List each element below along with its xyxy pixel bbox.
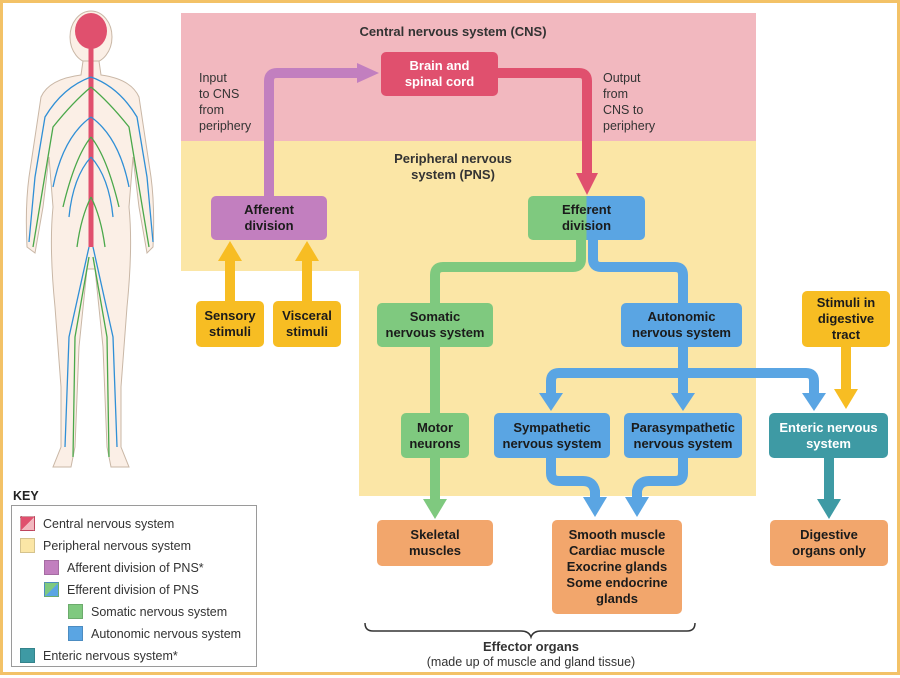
arrow-somatic-to-motor (430, 347, 440, 413)
sensory-stimuli-node: Sensory stimuli (196, 301, 264, 347)
legend-swatch-autonomic (68, 626, 83, 641)
smooth-muscle-glands-node: Smooth muscle Cardiac muscle Exocrine gl… (552, 520, 682, 614)
legend-box: Central nervous system Peripheral nervou… (11, 505, 257, 667)
arrowhead-sym-effector (583, 497, 607, 517)
arrowhead-cns-to-efferent (576, 173, 598, 195)
enteric-nervous-system-node: Enteric nervous system (769, 413, 888, 458)
arrowhead-digestive-stimuli (834, 389, 858, 409)
arrowhead-visceral (295, 241, 319, 261)
arrow-motor-shaft (430, 458, 440, 502)
digestive-tract-stimuli-node: Stimuli in digestive tract (802, 291, 890, 347)
autonomic-nervous-system-node: Autonomic nervous system (621, 303, 742, 347)
effector-organs-subtitle: (made up of muscle and gland tissue) (426, 655, 636, 669)
cns-title: Central nervous system (CNS) (359, 24, 547, 39)
arrow-cns-to-efferent (498, 68, 592, 175)
arrow-sympathetic-to-effector (546, 458, 600, 501)
brain-spinal-cord-node: Brain and spinal cord (381, 52, 498, 96)
legend-swatch-somatic (68, 604, 83, 619)
skeletal-muscles-node: Skeletal muscles (377, 520, 493, 566)
effector-organs-title: Effector organs (482, 639, 580, 654)
legend-item-enteric: Enteric nervous system* (20, 648, 178, 663)
legend-swatch-pns (20, 538, 35, 553)
effector-brace (364, 622, 696, 640)
arrow-parasym-to-effector (632, 458, 688, 501)
legend-item-afferent: Afferent division of PNS* (44, 560, 204, 575)
arrowhead-afferent-to-cns (357, 63, 379, 83)
output-note: Output from CNS to periphery (603, 71, 656, 133)
legend-item-somatic: Somatic nervous system (68, 604, 227, 619)
arrow-digestive-stimuli-shaft (841, 347, 851, 391)
arrowhead-digestive-organs (817, 499, 841, 519)
input-note: Input to CNS from periphery (199, 71, 252, 133)
flow-arrows (218, 63, 858, 640)
arrow-sensory-shaft (225, 257, 235, 301)
arrow-autonomic-to-parasym-shaft (678, 373, 688, 395)
legend-item-autonomic: Autonomic nervous system (68, 626, 241, 641)
arrowhead-parasym-effector (625, 497, 649, 517)
arrow-efferent-to-autonomic (588, 239, 688, 303)
visceral-stimuli-node: Visceral stimuli (273, 301, 341, 347)
pns-title: Peripheral nervous system (PNS) (394, 151, 512, 182)
efferent-division-node: Efferent division (528, 196, 645, 240)
sympathetic-nervous-system-node: Sympathetic nervous system (494, 413, 610, 458)
somatic-nervous-system-node: Somatic nervous system (377, 303, 493, 347)
legend-swatch-efferent (44, 582, 59, 597)
legend-item-efferent: Efferent division of PNS (44, 582, 199, 597)
legend-swatch-afferent (44, 560, 59, 575)
human-nervous-system-illustration (25, 10, 155, 468)
arrow-visceral-shaft (302, 257, 312, 301)
motor-neurons-node: Motor neurons (401, 413, 469, 458)
digestive-organs-node: Digestive organs only (770, 520, 888, 566)
arrowhead-enteric (802, 393, 826, 411)
arrowhead-skeletal (423, 499, 447, 519)
arrowhead-sensory (218, 241, 242, 261)
arrow-enteric-shaft (824, 458, 834, 502)
parasympathetic-nervous-system-node: Parasympathetic nervous system (624, 413, 742, 458)
legend-item-pns: Peripheral nervous system (20, 538, 191, 553)
afferent-division-node: Afferent division (211, 196, 327, 240)
arrowhead-sympathetic (539, 393, 563, 411)
legend-title: KEY (13, 489, 39, 503)
legend-swatch-cns (20, 516, 35, 531)
arrow-efferent-to-somatic (430, 239, 586, 303)
arrowhead-parasympathetic (671, 393, 695, 411)
legend-swatch-enteric (20, 648, 35, 663)
legend-item-cns: Central nervous system (20, 516, 174, 531)
arrow-afferent-to-cns (264, 68, 359, 199)
